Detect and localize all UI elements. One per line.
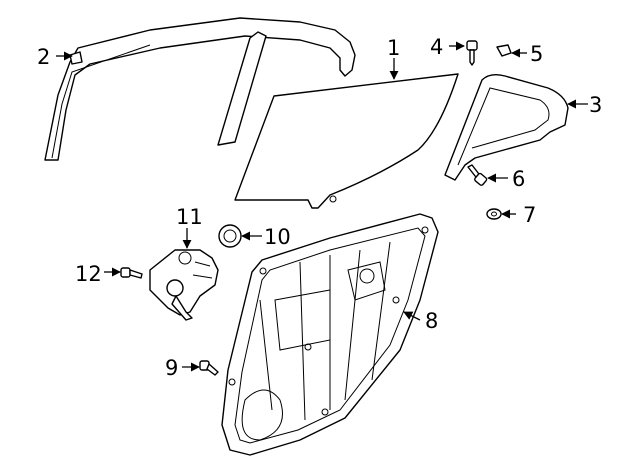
callout-6: 6	[512, 167, 525, 191]
callout-3: 3	[589, 93, 602, 117]
screw-4	[466, 40, 478, 66]
callout-8: 8	[425, 309, 438, 333]
screw-9	[199, 360, 219, 376]
quarter-glass	[444, 73, 569, 181]
clip-nut-5	[496, 44, 512, 57]
callout-12: 12	[75, 262, 102, 286]
screw-12	[120, 267, 143, 279]
regulator-motor-11	[149, 249, 219, 321]
grommet-10	[218, 224, 242, 248]
callout-11: 11	[176, 205, 203, 229]
callout-10: 10	[264, 225, 291, 249]
door-module-panel	[221, 213, 439, 456]
callout-1: 1	[387, 36, 400, 60]
bolt-6	[467, 164, 488, 186]
callout-2: 2	[37, 45, 50, 69]
leader-lines	[56, 41, 588, 372]
callout-9: 9	[165, 356, 178, 380]
washer-7	[486, 208, 502, 220]
door-glass	[234, 73, 459, 209]
window-channel-frame	[44, 17, 356, 161]
callout-5: 5	[530, 42, 543, 66]
callout-7: 7	[523, 203, 536, 227]
callout-4: 4	[430, 35, 443, 59]
